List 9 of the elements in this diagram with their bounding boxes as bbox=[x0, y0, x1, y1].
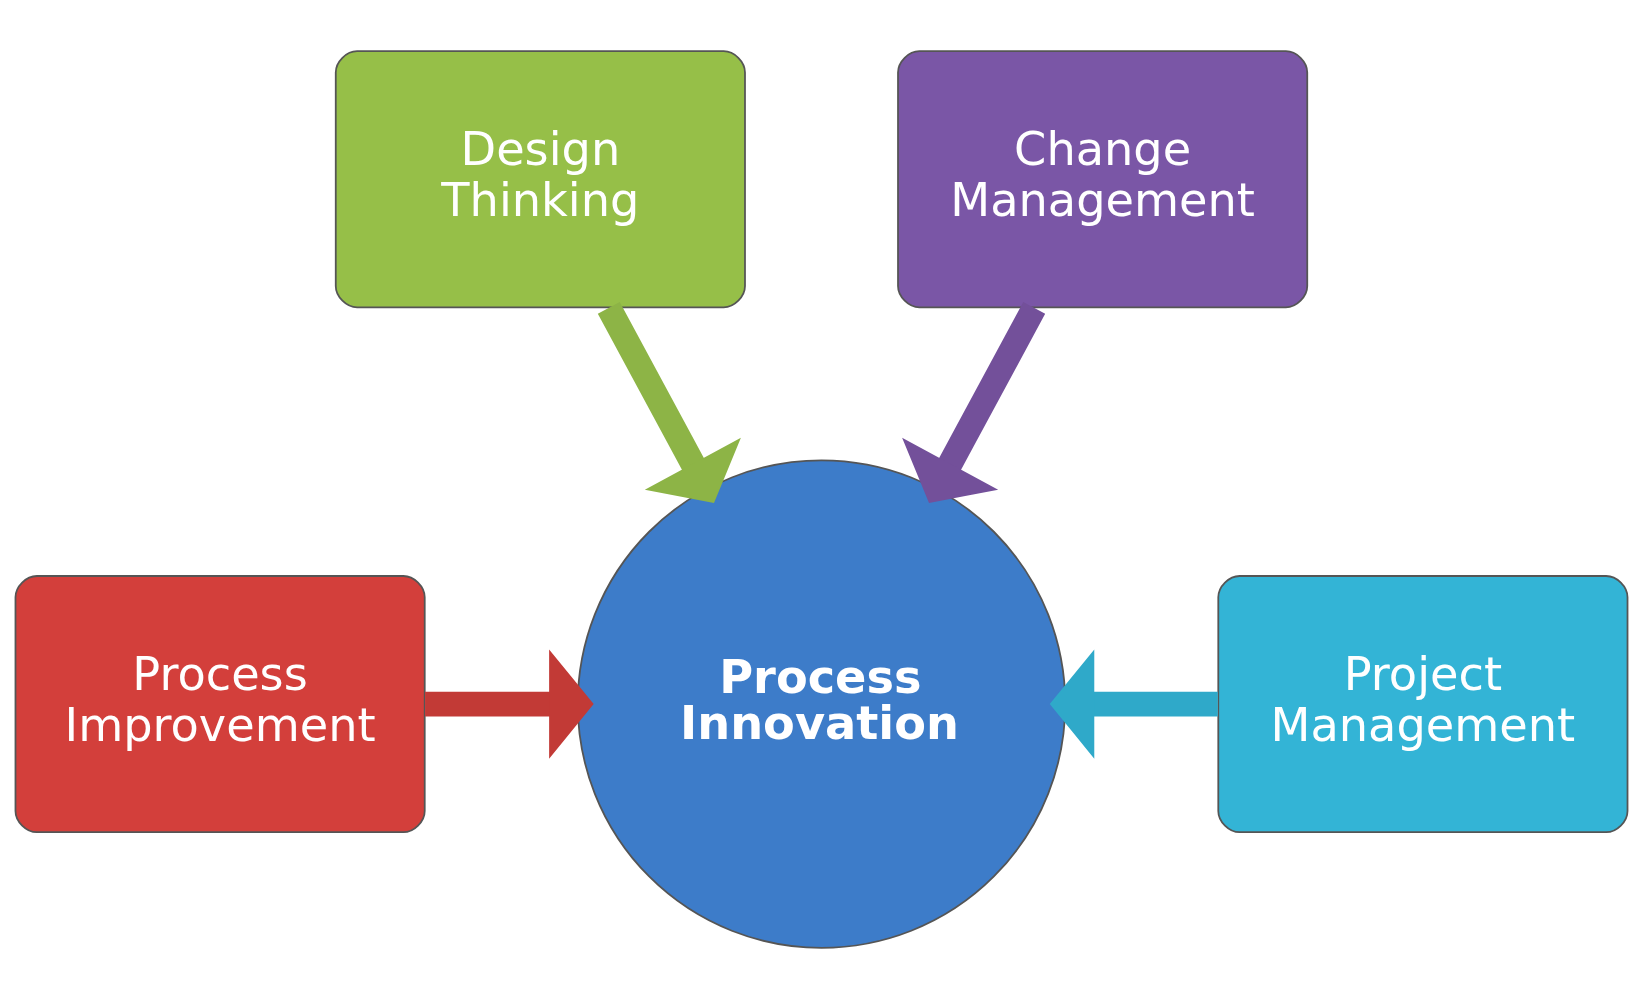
node-circle: Process Innovation bbox=[576, 459, 1067, 949]
arrow bbox=[902, 301, 1046, 503]
arrow bbox=[425, 649, 594, 759]
node-box: Design Thinking bbox=[334, 50, 746, 309]
node-box: Change Management bbox=[897, 50, 1309, 309]
arrow bbox=[1049, 649, 1218, 759]
node-box: Project Management bbox=[1217, 575, 1629, 834]
arrow bbox=[597, 301, 741, 503]
node-box: Process Improvement bbox=[14, 575, 426, 834]
